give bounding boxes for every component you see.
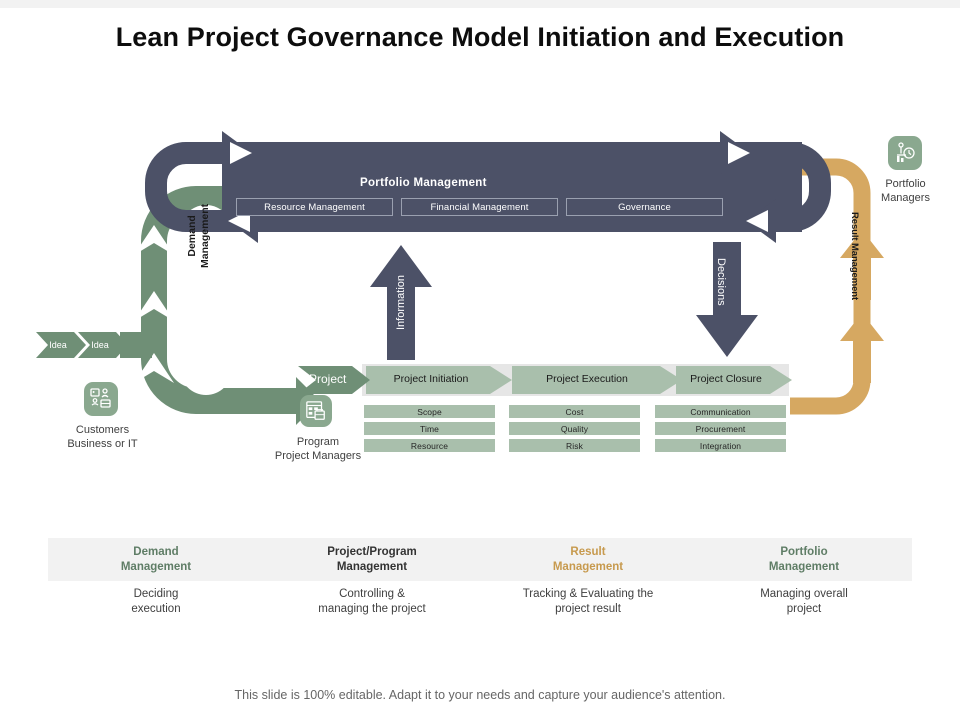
- program-board-glyph: [306, 401, 325, 420]
- demand-label-line1: Demand: [186, 215, 198, 257]
- phase-label-initiation[interactable]: Project Initiation: [393, 373, 469, 385]
- pfm-caption-line2: Managers: [881, 191, 930, 204]
- portfolio-title: Portfolio Management: [360, 177, 487, 189]
- customers-caption-line2: Business or IT: [67, 437, 138, 450]
- summary-header-result-line2: Management: [552, 560, 624, 573]
- result-management-label: Result Management: [849, 212, 860, 301]
- summary-header-projectprogram-line2: Management: [336, 560, 408, 573]
- program-board-icon: [300, 395, 332, 427]
- phase-item-procurement[interactable]: Procurement: [655, 422, 786, 435]
- phase-item-cost[interactable]: Cost: [509, 405, 640, 418]
- summary-header-demand-line2: Management: [120, 560, 192, 573]
- summary-body-demand: Deciding execution: [48, 581, 264, 639]
- phase-item-communication[interactable]: Communication: [655, 405, 786, 418]
- top-accent-bar: [0, 0, 960, 8]
- summary-body-demand-line1: Deciding: [133, 588, 179, 600]
- summary-header-portfolio: Portfolio Management: [696, 538, 912, 581]
- program-caption-line1: Program: [296, 436, 340, 448]
- information-arrow: [370, 245, 432, 360]
- portfolio-manager-glyph: [897, 142, 915, 162]
- summary-body-portfolio-line2: project: [786, 603, 822, 615]
- portfolio-item-governance[interactable]: Governance: [566, 198, 723, 216]
- summary-body-demand-line2: execution: [131, 603, 181, 615]
- idea-chevron-1[interactable]: Idea: [49, 340, 67, 350]
- summary-body-result-line1: Tracking & Evaluating the: [522, 588, 654, 600]
- summary-table-body-row: Deciding execution Controlling & managin…: [48, 581, 912, 639]
- summary-body-projectprogram-line2: managing the project: [318, 603, 426, 615]
- customers-caption: Customers Business or IT: [40, 424, 165, 451]
- phase-item-risk[interactable]: Risk: [509, 439, 640, 452]
- summary-header-portfolio-line2: Management: [768, 560, 840, 573]
- portfolio-managers-caption: Portfolio Managers: [858, 178, 953, 205]
- phase-item-scope[interactable]: Scope: [364, 405, 495, 418]
- idea-chevron-2[interactable]: Idea: [91, 340, 109, 350]
- summary-header-result-line1: Result: [570, 545, 606, 558]
- portfolio-management-loop: [145, 131, 831, 243]
- phase-item-time[interactable]: Time: [364, 422, 495, 435]
- summary-header-demand: Demand Management: [48, 538, 264, 581]
- summary-header-result: Result Management: [480, 538, 696, 581]
- summary-body-projectprogram-line1: Controlling &: [339, 588, 405, 600]
- phase-item-quality[interactable]: Quality: [509, 422, 640, 435]
- program-caption-line2: Project Managers: [274, 449, 362, 462]
- project-chevron-label: Project: [309, 372, 347, 386]
- summary-table: Demand Management Project/Program Manage…: [48, 538, 912, 639]
- summary-header-portfolio-line1: Portfolio: [780, 545, 828, 558]
- summary-body-result-line2: project result: [555, 603, 621, 615]
- decisions-arrow-label: Decisions: [715, 258, 727, 306]
- summary-header-projectprogram-line1: Project/Program: [327, 545, 417, 558]
- portfolio-item-financial[interactable]: Financial Management: [401, 198, 558, 216]
- summary-body-portfolio-line1: Managing overall: [760, 588, 848, 600]
- decisions-arrow: [696, 242, 758, 357]
- summary-body-portfolio: Managing overall project: [696, 581, 912, 639]
- idea-inflow-arrows: [36, 332, 152, 358]
- program-managers-caption: Program Project Managers: [254, 436, 382, 463]
- slide-footer-note: This slide is 100% editable. Adapt it to…: [234, 688, 726, 702]
- phase-item-integration[interactable]: Integration: [655, 439, 786, 452]
- phase-item-resource[interactable]: Resource: [364, 439, 495, 452]
- result-management-loop: [790, 158, 884, 415]
- summary-header-demand-line1: Demand: [133, 545, 179, 558]
- phase-label-closure[interactable]: Project Closure: [690, 373, 762, 385]
- summary-header-projectprogram: Project/Program Management: [264, 538, 480, 581]
- portfolio-item-resource[interactable]: Resource Management: [236, 198, 393, 216]
- project-phase-chevrons: [362, 364, 792, 396]
- customers-group-icon: [84, 382, 118, 416]
- pfm-caption-line1: Portfolio: [885, 178, 926, 190]
- customers-caption-line1: Customers: [75, 424, 130, 436]
- demand-label-line2: Management: [199, 203, 211, 268]
- information-arrow-label: Information: [395, 274, 407, 330]
- customers-group-glyph: [90, 388, 111, 408]
- summary-table-header-row: Demand Management Project/Program Manage…: [48, 538, 912, 581]
- demand-management-label: Demand Management: [186, 204, 212, 268]
- governance-diagram: [36, 131, 884, 425]
- demand-management-loop: [134, 186, 320, 425]
- project-chevron: [298, 366, 370, 394]
- page-title: Lean Project Governance Model Initiation…: [115, 22, 845, 52]
- portfolio-manager-icon: [888, 136, 922, 170]
- phase-label-execution[interactable]: Project Execution: [546, 373, 628, 385]
- summary-body-result: Tracking & Evaluating the project result: [480, 581, 696, 639]
- summary-body-projectprogram: Controlling & managing the project: [264, 581, 480, 639]
